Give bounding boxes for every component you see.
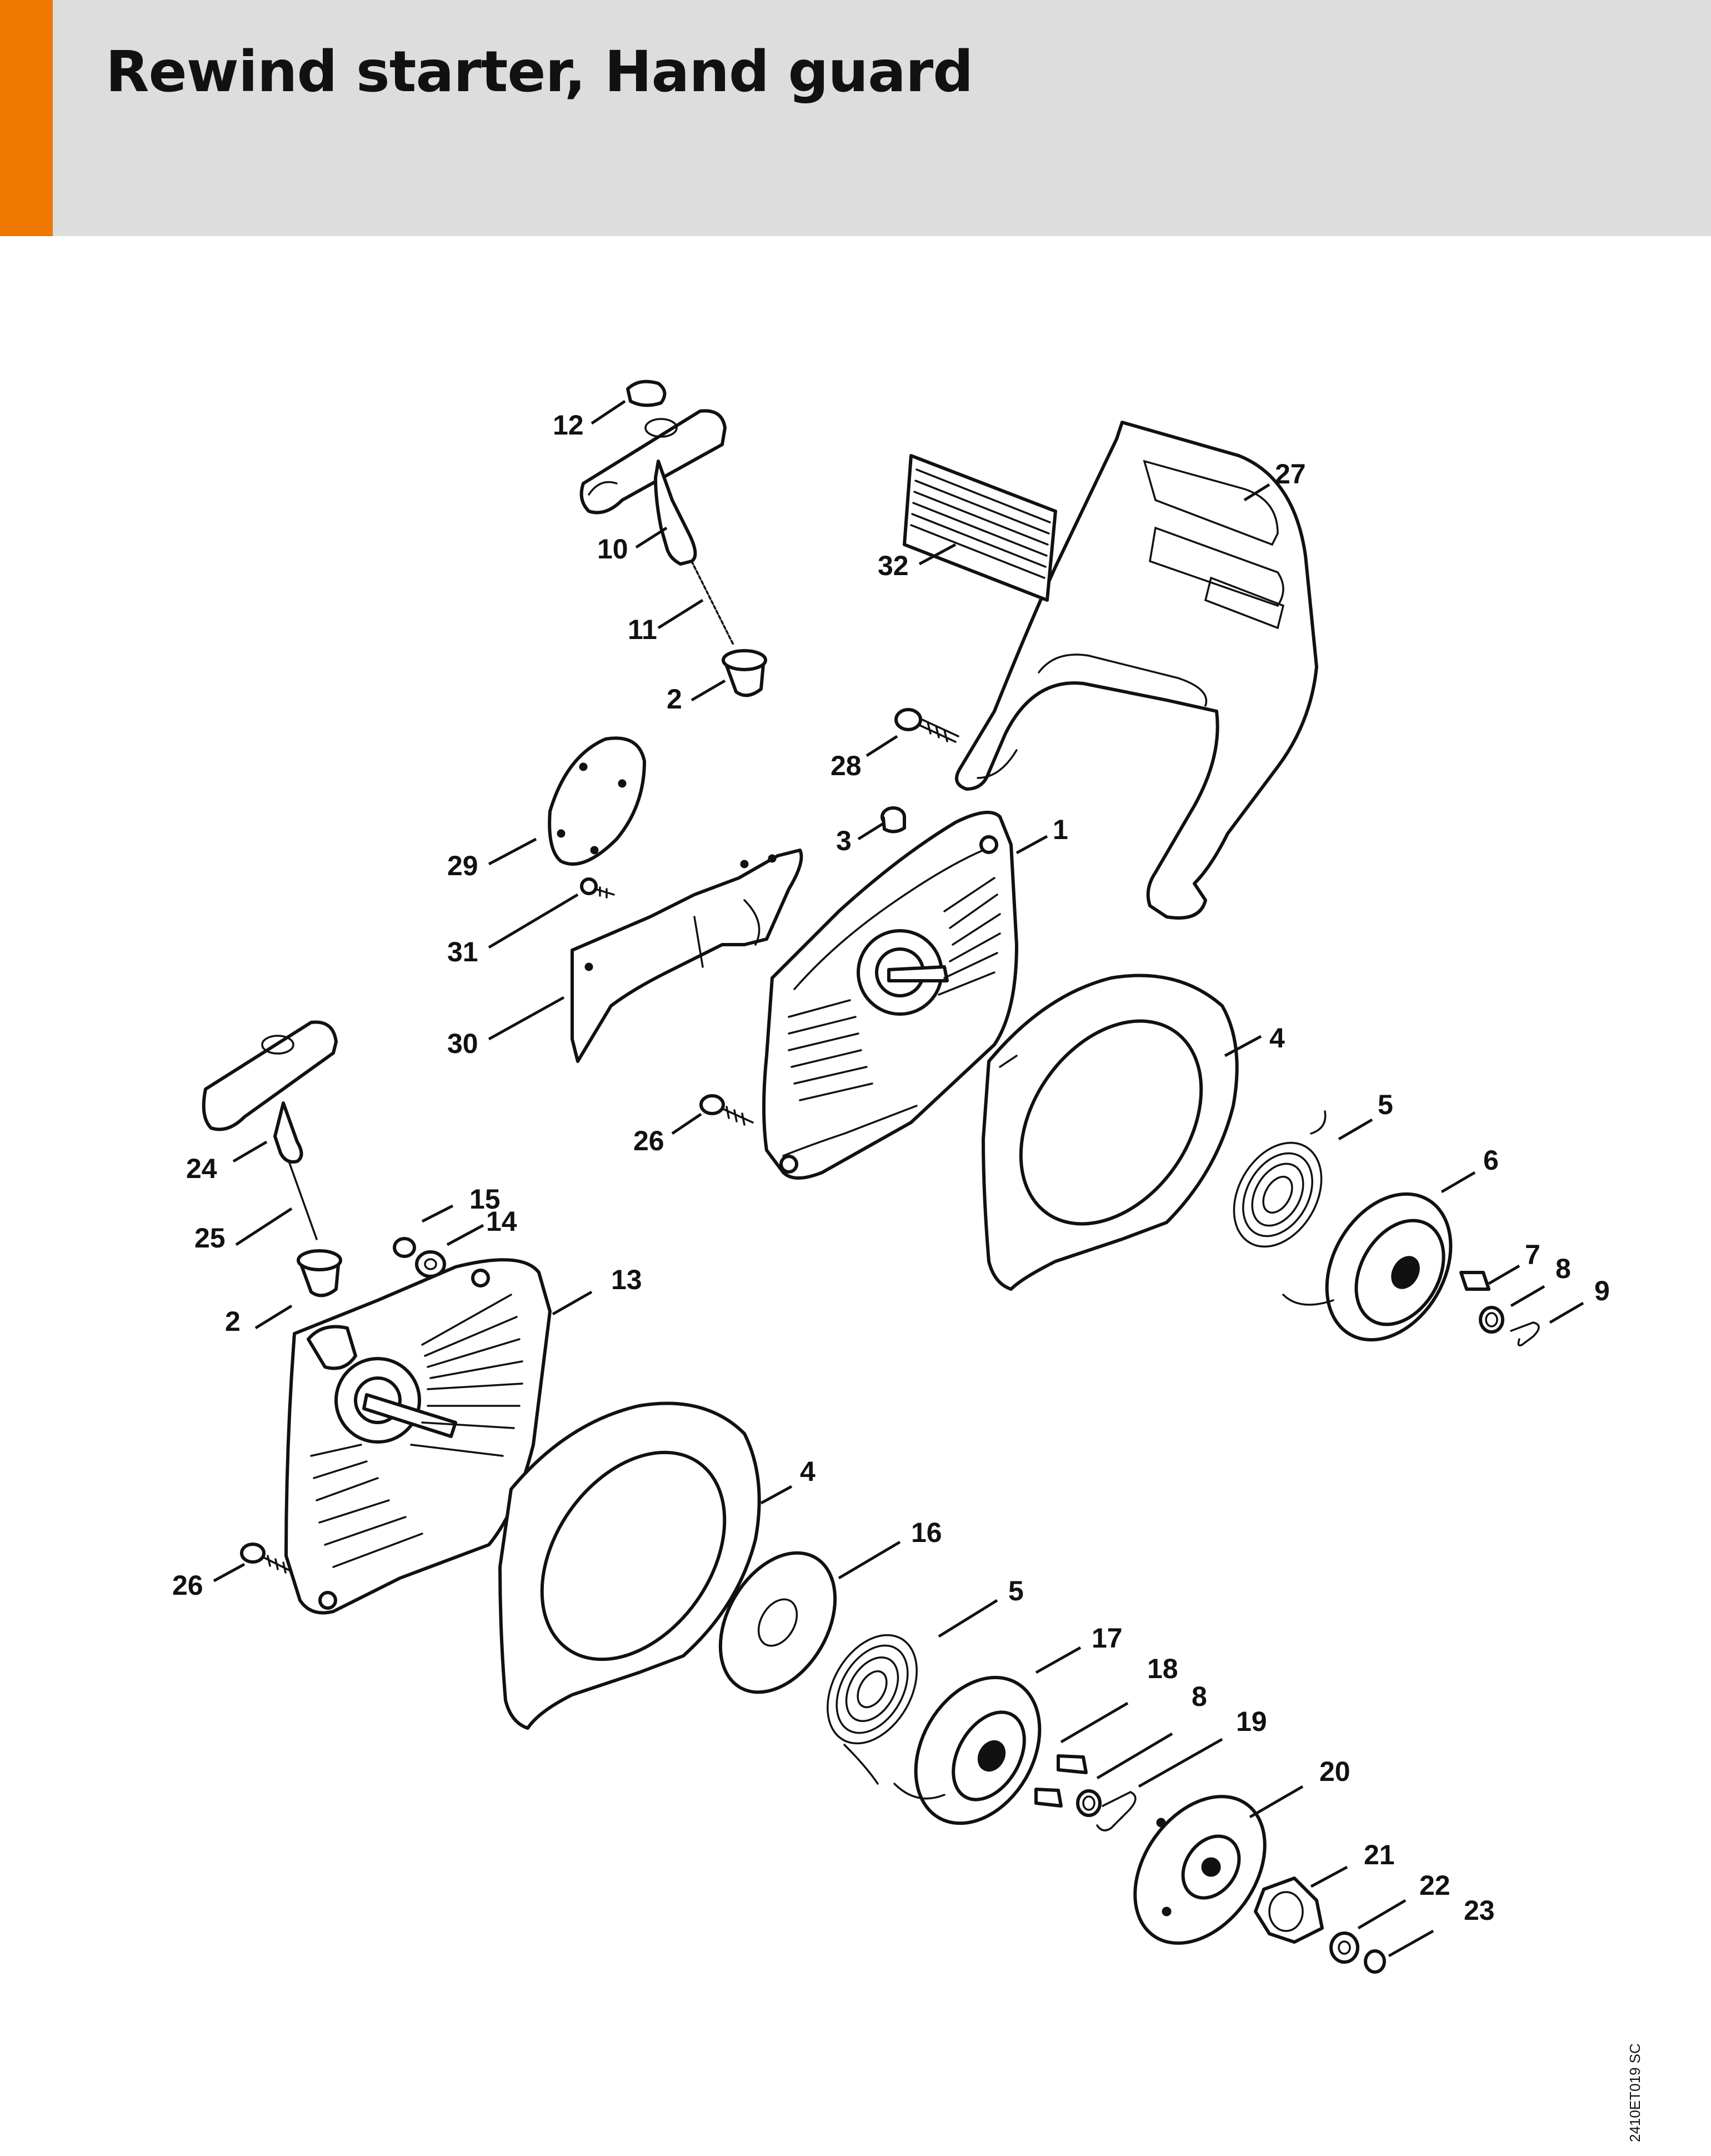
starter-grip-part-10: [579, 409, 727, 566]
starter-grip-part-24: [202, 1020, 338, 1164]
hand-guard-part-27: [955, 421, 1318, 920]
drawing-code: 2410ET019 SC: [1627, 2000, 1649, 2156]
callout-13: 13: [611, 1264, 642, 1295]
nut-part-21: [1254, 1876, 1324, 1944]
page-header: [0, 0, 1711, 236]
starter-rope-part-11: [691, 560, 734, 646]
circlip-part-23: [1364, 1949, 1386, 1974]
spring-housing-part-4-lower: [498, 1401, 761, 1730]
callout-31: 31: [447, 936, 478, 967]
callout-22: 22: [1419, 1870, 1450, 1901]
screw-part-28: [894, 708, 959, 743]
cover-plate-part-30: [571, 849, 803, 1063]
callout-10: 10: [597, 533, 628, 565]
callout-2-lower: 2: [225, 1306, 241, 1337]
callout-21: 21: [1364, 1839, 1395, 1870]
callout-8-lower: 8: [1192, 1681, 1207, 1712]
callout-5-lower: 5: [1008, 1575, 1024, 1606]
callout-25: 25: [194, 1222, 226, 1254]
spring-housing-part-4-upper: [982, 974, 1239, 1291]
leader-lines: [213, 400, 1584, 1958]
orange-accent-bar: [0, 0, 53, 236]
callout-5-upper: 5: [1378, 1089, 1393, 1120]
screw-part-31: [580, 877, 615, 899]
callout-23: 23: [1464, 1895, 1495, 1926]
callout-4-upper: 4: [1269, 1022, 1285, 1054]
nut-part-15: [393, 1237, 416, 1258]
rope-guide-bush-part-2-lower: [297, 1249, 342, 1297]
callout-7: 7: [1525, 1239, 1540, 1270]
callout-20: 20: [1319, 1756, 1350, 1787]
callout-2-upper: 2: [667, 683, 682, 715]
pawl-part-7: [1459, 1271, 1490, 1291]
rope-guide-bush-part-2: [722, 649, 767, 697]
callout-32: 32: [878, 550, 909, 581]
screw-part-26-lower: [240, 1543, 293, 1574]
callout-16: 16: [911, 1517, 942, 1548]
washer-part-22: [1329, 1932, 1359, 1964]
callout-11: 11: [628, 614, 657, 645]
callout-27: 27: [1275, 458, 1306, 490]
rope-rotor-part-6: [1282, 1192, 1453, 1342]
fan-housing-part-1: [762, 811, 1018, 1180]
callout-labels: 12 27 10 32 11 2 28 1 3 29 31 30 4 5 26 …: [172, 410, 1610, 1926]
washer-part-16: [718, 1551, 837, 1694]
callout-12: 12: [553, 410, 584, 441]
callout-14: 14: [486, 1206, 517, 1237]
callout-24: 24: [186, 1153, 217, 1184]
callout-1: 1: [1053, 814, 1068, 845]
callout-19: 19: [1236, 1706, 1267, 1737]
callout-30: 30: [447, 1028, 478, 1059]
screw-part-3: [880, 806, 906, 834]
callout-15: 15: [469, 1184, 501, 1215]
rewind-spring-part-5-upper: [1233, 1110, 1327, 1248]
plate-part-29: [548, 736, 646, 866]
callout-17: 17: [1092, 1623, 1123, 1654]
grip-cap-part-12: [626, 380, 667, 407]
callout-9: 9: [1594, 1275, 1610, 1306]
page-title: Rewind starter, Hand guard: [106, 39, 973, 105]
screw-part-26-upper: [699, 1094, 754, 1126]
spring-clip-part-19: [1096, 1791, 1137, 1831]
callout-26-lower: 26: [172, 1570, 203, 1601]
rewind-spring-part-5-lower: [827, 1634, 918, 1785]
spring-clip-part-9: [1510, 1321, 1540, 1346]
rope-rotor-part-17: [893, 1675, 1042, 1825]
callout-6: 6: [1483, 1145, 1499, 1176]
callout-3: 3: [836, 825, 852, 856]
washer-part-8-upper: [1479, 1306, 1504, 1334]
callout-4-lower: 4: [800, 1456, 816, 1487]
fan-housing-part-13: [284, 1258, 552, 1615]
pawl-part-18: [1034, 1754, 1088, 1808]
carrier-part-20: [1133, 1795, 1267, 1945]
starter-rope-part-25: [288, 1160, 318, 1240]
callout-8-upper: 8: [1555, 1253, 1571, 1284]
label-decal-part-32: [903, 454, 1057, 602]
callout-29: 29: [447, 850, 478, 881]
callout-26-upper: 26: [633, 1125, 664, 1156]
drawing-code-text: 2410ET019 SC: [1627, 2043, 1643, 2142]
washer-part-8-lower: [1076, 1789, 1102, 1817]
callout-18: 18: [1147, 1653, 1178, 1684]
callout-28: 28: [831, 750, 862, 781]
